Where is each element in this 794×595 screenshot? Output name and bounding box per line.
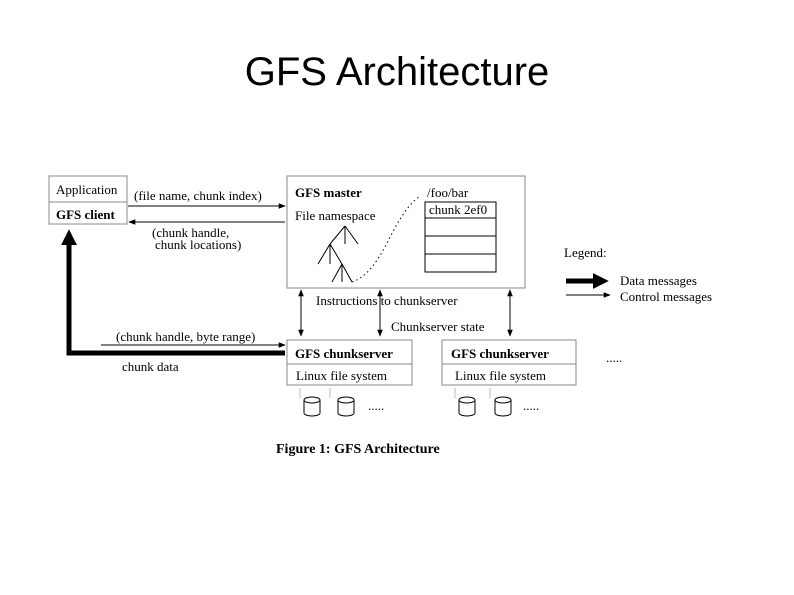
legend-data-label: Data messages [620,273,697,288]
client-box: Application GFS client [48,175,128,225]
chunkserver-fs-1: Linux file system [296,368,387,383]
chunkserver-fs-2: Linux file system [455,368,546,383]
legend-title: Legend: [564,245,607,260]
namespace-tree-icon [317,225,359,283]
more-disks-ellipsis-2: ..... [523,398,539,413]
more-disks-ellipsis-1: ..... [368,398,384,413]
chunkserver-state-label: Chunkserver state [391,319,485,334]
disk-icon [337,396,355,417]
disk-icon [494,396,512,417]
master-box: GFS master File namespace /foo/bar chunk… [286,175,526,289]
path-label: /foo/bar [427,185,469,200]
namespace-link-curve [351,195,421,283]
figure-caption: Figure 1: GFS Architecture [276,442,440,457]
master-title: GFS master [295,185,362,200]
chunk-data-label: chunk data [122,359,179,374]
slide-title: GFS Architecture [244,50,550,94]
disk-icon [458,396,476,417]
chunk-table: chunk 2ef0 [424,201,497,273]
chunk-entry: chunk 2ef0 [429,202,487,217]
application-label: Application [56,182,118,197]
chunkserver-title-2: GFS chunkserver [451,346,549,361]
request-label: (file name, chunk index) [134,188,262,203]
disk-icon [303,396,321,417]
reply-label-line2: chunk locations) [155,237,241,252]
disk-icons [303,396,512,417]
chunk-request-label: (chunk handle, byte range) [116,329,255,344]
chunkserver-box-1: GFS chunkserver Linux file system [286,339,413,386]
chunkserver-title-1: GFS chunkserver [295,346,393,361]
file-namespace-label: File namespace [295,208,376,223]
instructions-label: Instructions to chunkserver [316,293,458,308]
chunk-data-arrow [60,229,285,356]
legend: Legend: Data messages Control messages [564,245,712,304]
legend-control-label: Control messages [620,289,712,304]
chunkserver-box-2: GFS chunkserver Linux file system [441,339,577,386]
more-chunkservers-ellipsis: ..... [606,350,622,365]
gfs-client-label: GFS client [56,207,116,222]
reply-label-line1: (chunk handle, [152,225,229,240]
